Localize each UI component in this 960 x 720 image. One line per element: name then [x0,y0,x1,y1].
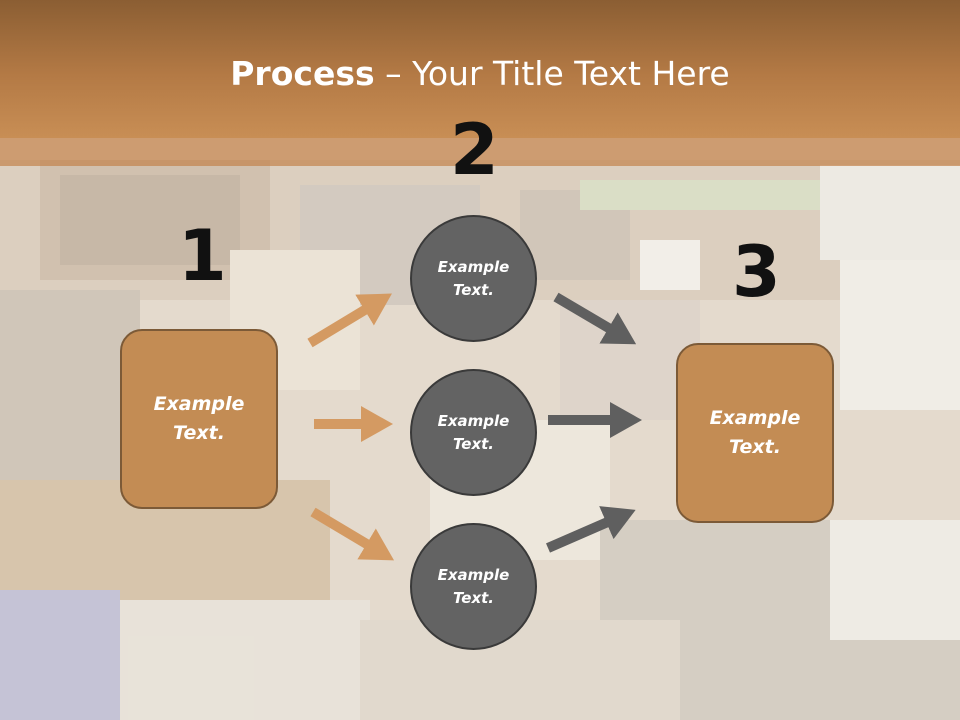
step-2-circle-bottom-text: Example Text. [437,565,510,607]
step-number-1: 1 [178,215,227,297]
step-1-text: Example Text. [153,393,245,444]
title-rest: – Your Title Text Here [374,54,730,93]
step-2-circle-top: Example Text. [410,215,537,342]
step-2-circle-bottom: Example Text. [410,523,537,650]
arrow-1-to-top [307,293,392,348]
step-3-box: Example Text. [676,343,834,523]
arrow-1-to-bottom [310,507,395,561]
step-2-circle-middle: Example Text. [410,369,537,496]
arrow-bottom-to-3 [546,506,636,553]
step-2-circle-middle-text: Example Text. [437,411,510,453]
step-1-box: Example Text. [120,329,278,509]
arrow-top-to-3 [553,292,637,345]
step-2-circle-top-text: Example Text. [437,257,510,299]
step-3-text: Example Text. [709,407,801,458]
header-band [0,0,960,138]
step-number-3: 3 [732,231,781,313]
title-bold: Process [230,54,375,93]
slide-title: Process – Your Title Text Here [0,52,960,96]
step-number-2: 2 [450,109,499,191]
header-strip [0,138,960,166]
